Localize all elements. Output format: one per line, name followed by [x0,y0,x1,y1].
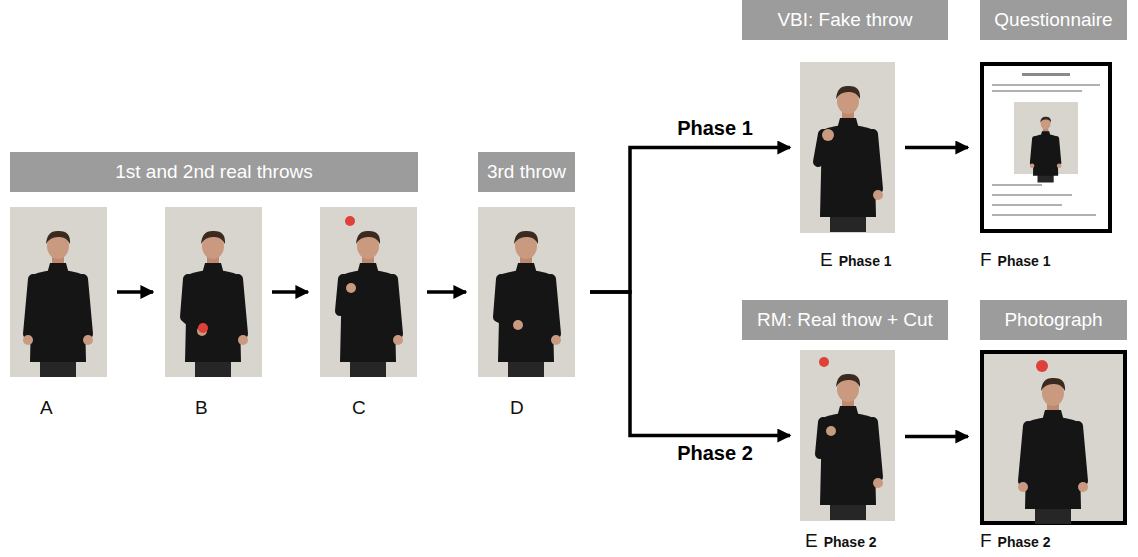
panel-letter: A [40,397,53,418]
step-label-box: Photograph [980,300,1127,340]
flow-arrow [905,435,968,439]
flow-arrow [427,290,466,294]
flow-arrow [590,148,790,293]
flow-arrow [905,146,968,150]
step-label: 1st and 2nd real throws [115,161,313,183]
photo-frame: B [165,207,262,377]
photo-caption: C [352,397,366,419]
flow-arrow [272,290,308,294]
photo-frame: C [320,207,417,377]
phase-tag: Phase 2 [998,534,1051,550]
step-label: Photograph [1004,309,1102,331]
panel-letter: F [980,530,992,551]
photo-caption: E Phase 1 [820,249,892,272]
photo-caption: B [195,397,208,419]
step-label: VBI: Fake throw [777,9,912,31]
panel-letter: C [352,397,366,418]
photo-caption: A [40,397,53,419]
flow-arrow [117,290,153,294]
phase-tag: Phase 1 [839,253,892,269]
photo-caption: F Phase 2 [980,530,1051,553]
photo-caption: F Phase 1 [980,249,1051,272]
panel-letter: B [195,397,208,418]
step-label-box: VBI: Fake throw [742,0,948,40]
photo-caption: D [510,397,524,419]
panel-letter: F [980,249,992,270]
photo-frame: A [10,207,107,377]
photo-frame: EPhase 2 [800,350,895,521]
step-label: RM: Real thow + Cut [757,309,933,331]
photo-caption: E Phase 2 [805,530,877,553]
panel-letter: E [820,249,833,270]
phase-tag: Phase 2 [824,534,877,550]
panel-letter: D [510,397,524,418]
step-label-box: RM: Real thow + Cut [742,300,948,340]
step-label-box: 3rd throw [478,152,575,192]
photo-frame: FPhase 1 [980,62,1112,233]
step-label-box: Questionnaire [980,0,1127,40]
step-label-box: 1st and 2nd real throws [10,152,418,192]
panel-letter: E [805,530,818,551]
photo-frame: D [478,207,575,377]
photo-frame: EPhase 1 [800,62,895,233]
phase-label: Phase 1 [674,117,756,140]
phase-tag: Phase 1 [998,253,1051,269]
step-label: 3rd throw [487,161,566,183]
photo-frame: FPhase 2 [980,350,1127,525]
phase-label: Phase 2 [674,442,756,465]
step-label: Questionnaire [994,9,1112,31]
